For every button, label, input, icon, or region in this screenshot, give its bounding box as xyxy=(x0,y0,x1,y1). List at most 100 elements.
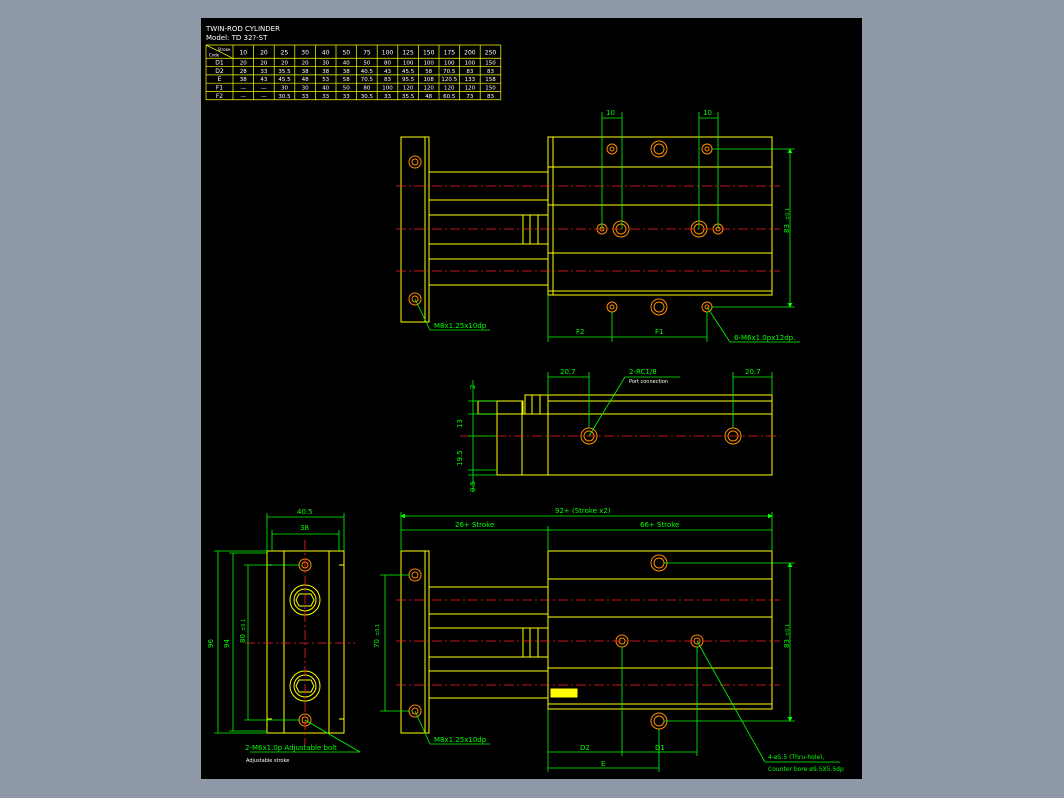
dim-20-7-left: 20.7 xyxy=(560,368,576,376)
side-view: 20.7 20.7 2-RC1/8 Port connection 2 13 1… xyxy=(456,368,780,492)
table-cell: 73 xyxy=(466,94,473,100)
callout-adjustable-stroke: Adjustable stroke xyxy=(246,758,289,764)
table-corner-code: Code xyxy=(209,52,220,57)
table-cell: 38 xyxy=(302,69,309,75)
table-cell: 45.5 xyxy=(402,69,415,75)
table-cell: 83 xyxy=(487,69,494,75)
side-dimensions xyxy=(468,372,773,492)
dim-f1: F1 xyxy=(655,328,663,336)
cad-drawing-canvas: TWIN-ROD CYLINDER Model: TD 32?-ST Strok… xyxy=(201,18,862,779)
dim-96: 96 xyxy=(207,639,215,648)
table-cell: 53 xyxy=(322,77,329,83)
table-cell: 158 xyxy=(485,77,496,83)
table-cell: 58 xyxy=(425,69,432,75)
side-dim-text: 20.7 20.7 2-RC1/8 Port connection 2 13 1… xyxy=(456,368,761,492)
dim-10-left: 10 xyxy=(606,109,615,117)
table-header-cell: 40 xyxy=(322,49,330,56)
table-cell: 150 xyxy=(485,61,496,67)
table-row-code: E xyxy=(218,76,222,83)
table-cell: 20 xyxy=(302,61,309,67)
table-corner-diagonal xyxy=(205,44,234,59)
dim-d1: D1 xyxy=(655,744,665,752)
table-cell: 83 xyxy=(487,94,494,100)
top-centerlines xyxy=(396,185,780,272)
dim-e: E xyxy=(601,760,605,768)
table-cell: 35.5 xyxy=(402,94,415,100)
top-cylinder-body xyxy=(547,136,773,296)
table-cell: 120.5 xyxy=(441,77,457,83)
table-cell: — xyxy=(261,94,267,100)
top-view: 10 10 83 ±0.1 F2 F1 M8x1.25x10dp 6-M6x1.… xyxy=(396,109,800,343)
table-cell: 100 xyxy=(444,61,455,67)
bottom-view: 92+ (Stroke x2) 26+ Stroke 66+ Stroke 70… xyxy=(373,507,844,773)
dim-83-top: 83 xyxy=(783,224,791,233)
cad-drawing: TWIN-ROD CYLINDER Model: TD 32?-ST Strok… xyxy=(205,25,844,773)
table-header-cell: 75 xyxy=(363,49,371,56)
table-cell: 120 xyxy=(403,85,414,91)
dim-0-5: 0.5 xyxy=(469,481,477,492)
table-cell: 20 xyxy=(260,61,267,67)
bottom-rods xyxy=(429,586,549,699)
dim-19-5: 19.5 xyxy=(456,450,464,466)
table-row-code: D1 xyxy=(215,60,224,67)
drawing-title: TWIN-ROD CYLINDER xyxy=(205,25,280,33)
table-cell: 33 xyxy=(384,94,391,100)
table-cell: 83 xyxy=(466,69,473,75)
top-dimensions xyxy=(414,112,800,343)
port-sub: Port connection xyxy=(629,379,668,385)
table-cell: 80 xyxy=(384,61,391,67)
dim-40-5: 40.5 xyxy=(297,508,313,516)
end-dimensions xyxy=(214,513,361,753)
tol-80: ±0.1 xyxy=(241,619,247,631)
bottom-holes xyxy=(615,554,704,730)
bottom-dim-text: 92+ (Stroke x2) 26+ Stroke 66+ Stroke 70… xyxy=(373,507,844,773)
end-dim-text: 40.5 38 96 94 80 ±0.1 2-M6x1.0p Adjustab… xyxy=(207,508,337,764)
end-centerlines xyxy=(245,540,355,745)
table-cell: 108 xyxy=(423,77,434,83)
table-cell: 20 xyxy=(281,61,288,67)
bottom-centerlines xyxy=(396,599,780,686)
table-corner-stroke: Stroke xyxy=(218,47,231,52)
table-cell: 70.5 xyxy=(443,69,456,75)
dim-94: 94 xyxy=(223,639,231,648)
table-cell: 40 xyxy=(322,85,329,91)
table-cell: 60.5 xyxy=(443,94,456,100)
table-cell: 35.5 xyxy=(278,69,291,75)
table-cell: 48 xyxy=(302,77,309,83)
table-header-cell: 100 xyxy=(382,49,394,56)
dim-80: 80 xyxy=(239,634,247,643)
table-cell: 95.5 xyxy=(402,77,415,83)
callout-m8-bottom: M8x1.25x10dp xyxy=(434,736,487,744)
table-cell: 80 xyxy=(363,85,370,91)
table-cell: 150 xyxy=(485,85,496,91)
table-cell: 43 xyxy=(384,69,391,75)
table-header-cell: 200 xyxy=(464,49,476,56)
table-cell: 100 xyxy=(465,61,476,67)
table-cell: 100 xyxy=(423,61,434,67)
table-cell: 20 xyxy=(240,61,247,67)
dim-overall: 92+ (Stroke x2) xyxy=(555,507,611,515)
table-cell: 100 xyxy=(382,85,393,91)
table-cell: 43 xyxy=(260,77,267,83)
top-dim-text: 10 10 83 ±0.1 F2 F1 M8x1.25x10dp 6-M6x1.… xyxy=(434,109,795,342)
table-cell: 40 xyxy=(343,61,350,67)
table-cell: 40.5 xyxy=(361,69,374,75)
top-rods xyxy=(429,171,549,286)
dim-38: 38 xyxy=(300,524,309,532)
tol-83-bottom: ±0.1 xyxy=(785,624,791,636)
table-cell: 33 xyxy=(343,94,350,100)
table-cell: 50 xyxy=(343,85,350,91)
tol-70: ±0.1 xyxy=(375,624,381,636)
callout-counterbore: Counter bore ø9.5X5.5dp xyxy=(768,766,844,773)
table-cell: — xyxy=(261,85,267,91)
table-cell: — xyxy=(241,85,247,91)
table-cell: 83 xyxy=(384,77,391,83)
table-cell: 30.5 xyxy=(361,94,374,100)
tol-83-top: ±0.1 xyxy=(785,208,791,220)
end-view: 40.5 38 96 94 80 ±0.1 2-M6x1.0p Adjustab… xyxy=(207,508,361,764)
table-row-code: D2 xyxy=(215,68,224,75)
dim-83-bottom: 83 xyxy=(783,639,791,648)
bottom-end-plate xyxy=(400,550,430,734)
dim-13: 13 xyxy=(456,419,464,428)
